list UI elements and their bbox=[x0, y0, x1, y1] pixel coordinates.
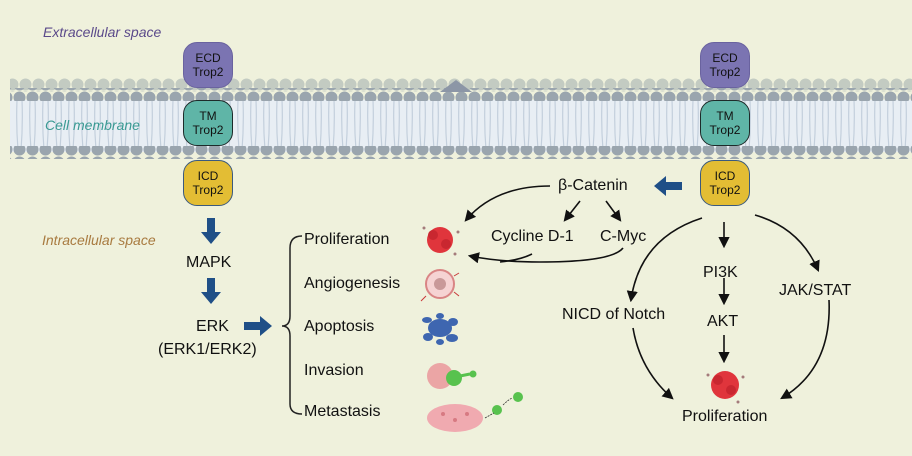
right-proliferation-label: Proliferation bbox=[682, 408, 768, 425]
arrow-notch-to-proliferation bbox=[632, 327, 674, 400]
tm-label: TM bbox=[716, 109, 734, 123]
nicd-of-notch-label: NICD of Notch bbox=[562, 306, 666, 323]
trop2-label: Trop2 bbox=[192, 183, 224, 197]
intracellular-space-label: Intracellular space bbox=[42, 232, 156, 248]
block-arrow-icd-to-beta-catenin bbox=[654, 176, 682, 196]
arrow-cycline-cmyc-to-proliferation bbox=[467, 247, 624, 264]
invasion-cell-icon bbox=[427, 363, 477, 389]
ecd-label: ECD bbox=[195, 51, 221, 65]
cell-membrane-label: Cell membrane bbox=[45, 117, 140, 133]
cycline-d1-label: Cycline D-1 bbox=[491, 228, 574, 245]
arrow-icd-to-jakstat bbox=[754, 214, 820, 273]
right-proliferation-cells-icon bbox=[706, 371, 745, 404]
outcomes-brace bbox=[281, 235, 303, 415]
icd-label: ICD bbox=[714, 169, 736, 183]
jak-stat-label: JAK/STAT bbox=[779, 282, 852, 299]
trop2-label: Trop2 bbox=[192, 123, 224, 137]
right-ecd-trop2: ECD Trop2 bbox=[700, 42, 750, 88]
block-arrow-icd-to-mapk bbox=[201, 218, 221, 244]
outcome-apoptosis: Apoptosis bbox=[304, 318, 375, 335]
apoptosis-cell-icon bbox=[422, 313, 458, 345]
outcome-angiogenesis: Angiogenesis bbox=[304, 275, 401, 292]
trop2-label: Trop2 bbox=[709, 123, 741, 137]
proliferation-cells-icon bbox=[422, 226, 460, 256]
right-icd-trop2: ICD Trop2 bbox=[700, 160, 750, 206]
mapk-label: MAPK bbox=[186, 254, 232, 271]
trop2-label: Trop2 bbox=[709, 65, 741, 79]
extracellular-space-label: Extracellular space bbox=[43, 24, 162, 40]
arrow-jakstat-to-proliferation bbox=[780, 299, 830, 400]
arrow-icd-to-notch bbox=[626, 217, 703, 303]
trop2-label: Trop2 bbox=[709, 183, 741, 197]
pi3k-label: PI3K bbox=[703, 264, 738, 281]
angiogenesis-cell-icon bbox=[420, 269, 460, 302]
ecd-label: ECD bbox=[712, 51, 738, 65]
icd-label: ICD bbox=[197, 169, 219, 183]
outcome-proliferation: Proliferation bbox=[304, 231, 390, 248]
erk-label: ERK bbox=[196, 318, 229, 335]
metastasis-cell-icon bbox=[427, 392, 523, 432]
c-myc-label: C-Myc bbox=[600, 228, 647, 245]
left-ecd-trop2: ECD Trop2 bbox=[183, 42, 233, 88]
akt-label: AKT bbox=[707, 313, 739, 330]
outcome-metastasis: Metastasis bbox=[304, 403, 381, 420]
arrow-beta-catenin-to-cycline bbox=[563, 200, 581, 222]
trop2-label: Trop2 bbox=[192, 65, 224, 79]
cell-membrane bbox=[10, 78, 912, 159]
arrow-beta-catenin-to-proliferation bbox=[464, 185, 551, 222]
left-tm-trop2: TM Trop2 bbox=[183, 100, 233, 146]
block-arrow-erk-to-outcomes bbox=[244, 316, 272, 336]
beta-catenin-label: β-Catenin bbox=[558, 177, 628, 194]
outcome-invasion: Invasion bbox=[304, 362, 364, 379]
erk-subtypes-label: (ERK1/ERK2) bbox=[158, 341, 257, 358]
left-icd-trop2: ICD Trop2 bbox=[183, 160, 233, 206]
arrow-beta-catenin-to-cmyc bbox=[605, 200, 622, 222]
tm-label: TM bbox=[199, 109, 217, 123]
right-tm-trop2: TM Trop2 bbox=[700, 100, 750, 146]
block-arrow-mapk-to-erk bbox=[201, 278, 221, 304]
